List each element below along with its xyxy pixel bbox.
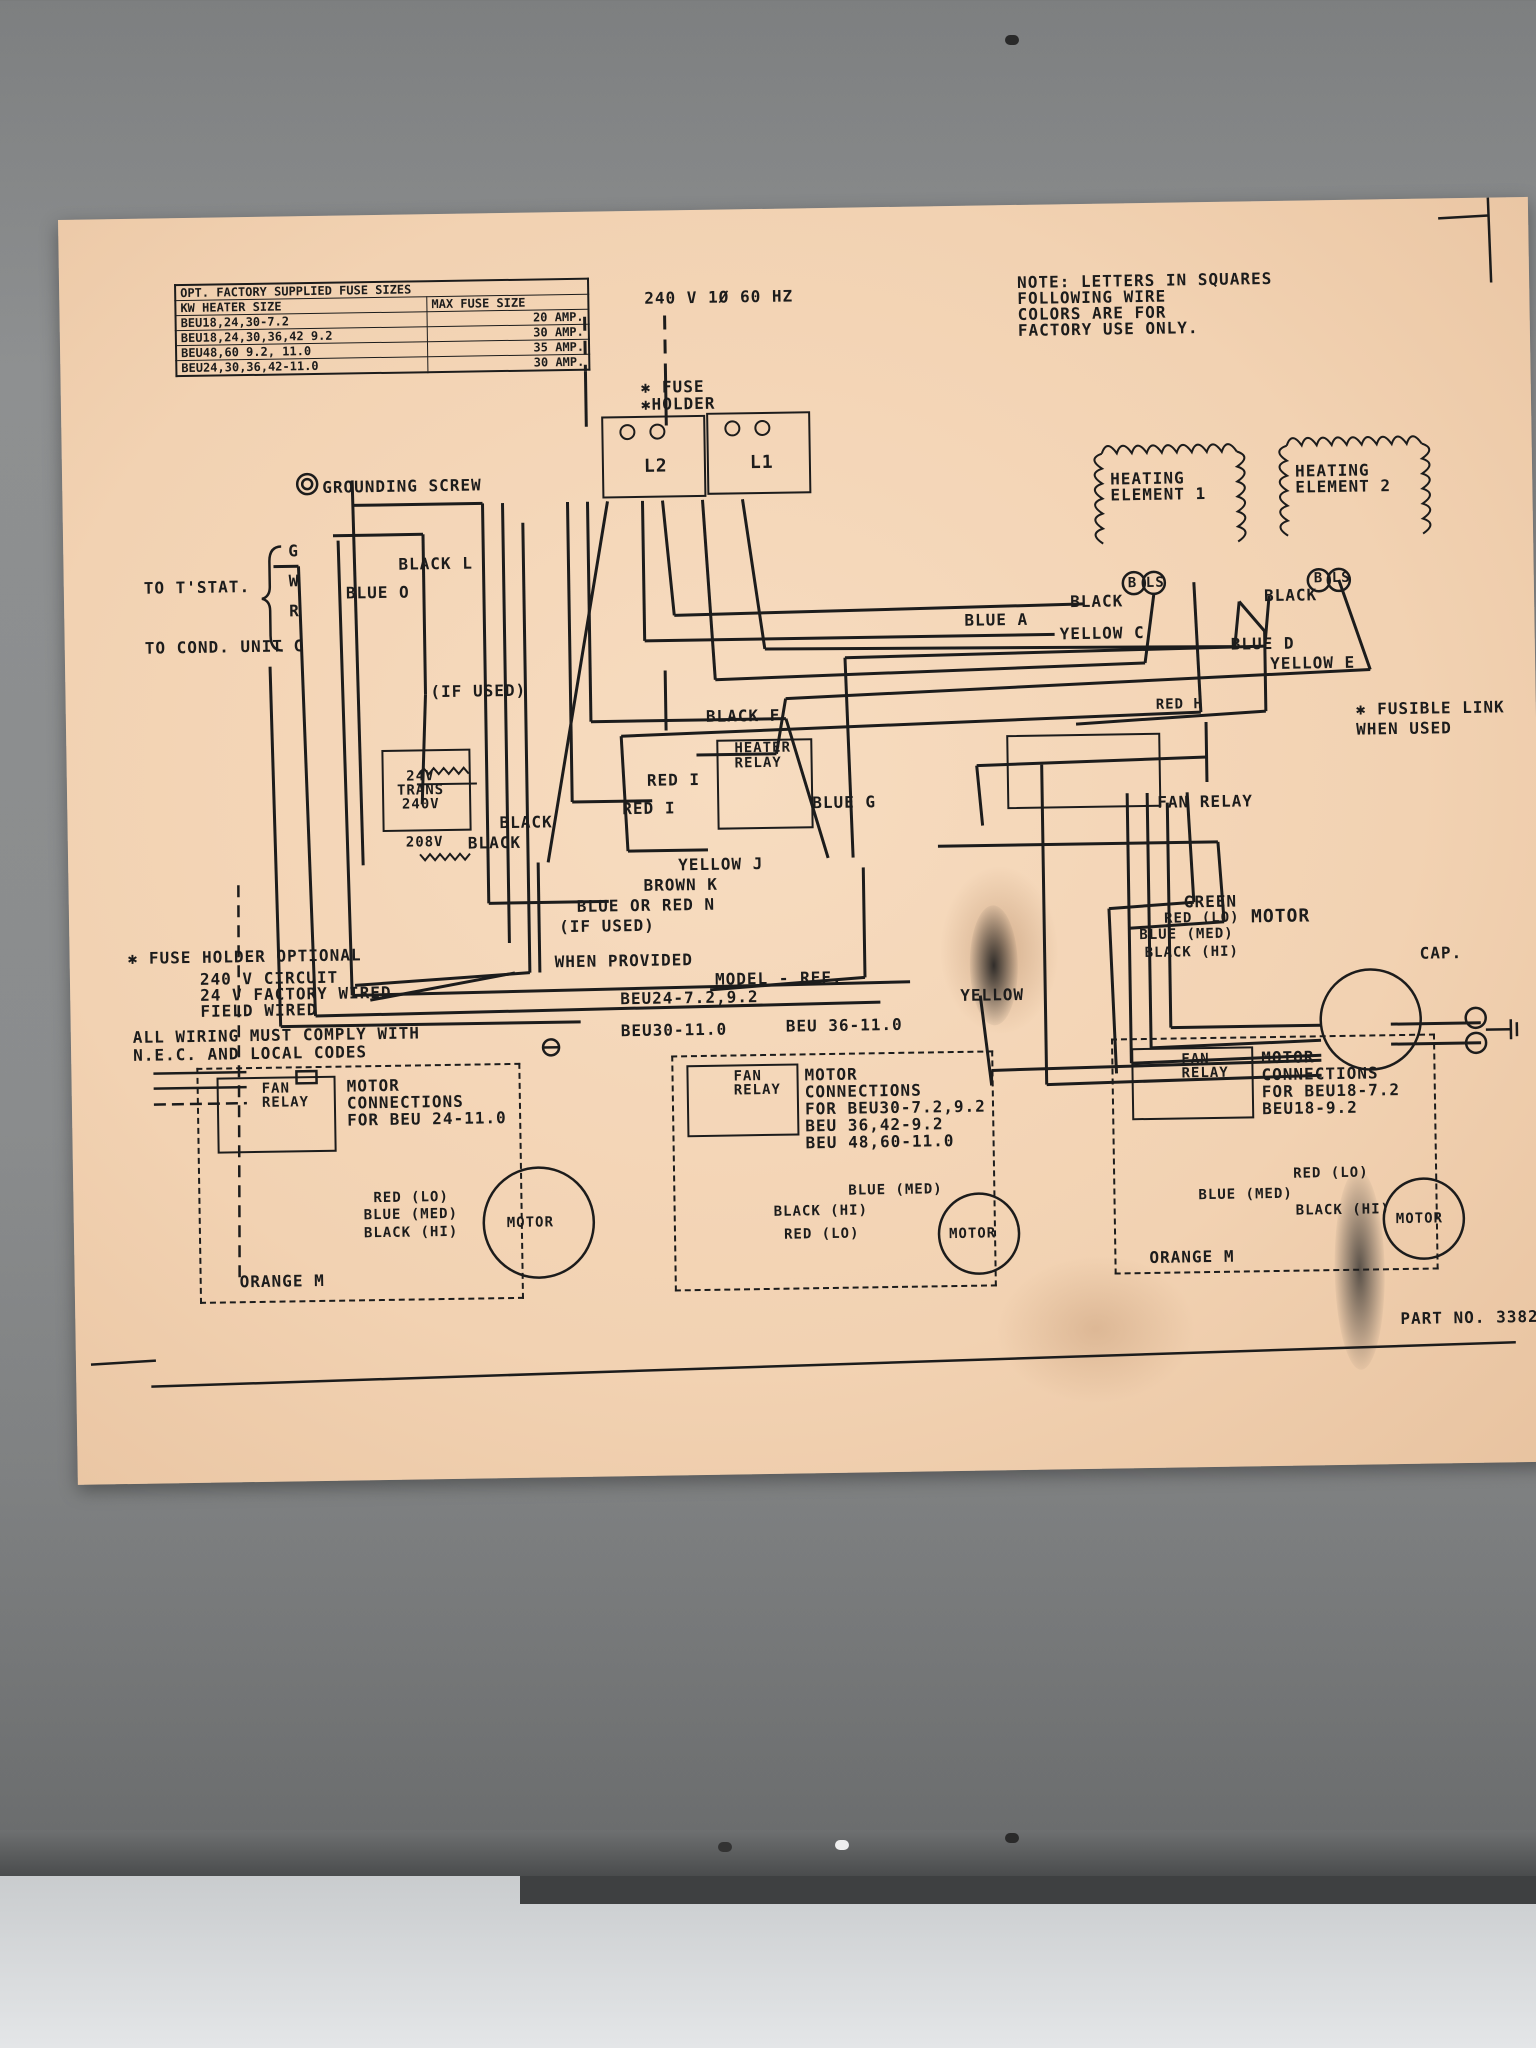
screw-hole: [718, 1842, 732, 1852]
limit-switch-label: B: [1127, 575, 1138, 592]
inset-wire-red: RED (LO): [783, 1225, 860, 1243]
inset-wire-black: BLACK (HI): [773, 1202, 869, 1220]
wire-label-black: BLACK: [1263, 585, 1318, 606]
inset-motor-label: MOTOR: [948, 1225, 997, 1243]
terminal-g: G: [288, 541, 300, 561]
heating-element-1: HEATING ELEMENT 1: [1110, 468, 1207, 505]
wire-label-black: BLACK: [499, 812, 553, 833]
wire-label-black: BLACK F: [705, 705, 781, 726]
inset-fan-relay-label: FAN RELAY: [261, 1080, 310, 1111]
wire-label-yellow: YELLOW E: [1269, 652, 1356, 674]
table-cell: 30 AMP.: [427, 354, 590, 373]
wire-label-black-hi: BLACK (HI): [1144, 943, 1240, 962]
cabinet-slot: [520, 1876, 1536, 1904]
wire-label-blue: BLUE A: [964, 609, 1029, 630]
if-used-label: (IF USED): [430, 680, 527, 702]
wire-label-black: BLACK L: [398, 553, 474, 574]
cond-unit-label: TO COND. UNIT C: [144, 636, 305, 658]
heating-element-2: HEATING ELEMENT 2: [1294, 460, 1392, 497]
wire-label-black: BLACK: [1069, 591, 1124, 612]
wire-label-red: RED H: [1155, 696, 1204, 713]
wire-label-red: RED I: [646, 769, 701, 790]
wire-label-red: RED I: [622, 798, 676, 819]
motor-label: MOTOR: [1250, 905, 1311, 928]
wire-label-yellow: YELLOW J: [678, 854, 764, 875]
inset-motor-label: MOTOR: [1395, 1210, 1444, 1228]
model-ref-title: MODEL - REF.: [714, 967, 843, 989]
inset-wire-blue: BLUE (MED): [848, 1181, 943, 1199]
limit-switch-label: LS: [1145, 574, 1165, 591]
wire-label-blue-or-red: BLUE OR RED N: [576, 894, 716, 916]
terminal-w: W: [288, 571, 300, 591]
limit-switch-label: B: [1313, 570, 1324, 587]
inset-wire-black: BLACK (HI): [363, 1223, 459, 1242]
l1-label: L1: [749, 451, 774, 474]
capacitor-label: CAP.: [1419, 943, 1463, 963]
inset-title: MOTOR CONNECTIONS FOR BEU 24-11.0: [346, 1075, 507, 1130]
inset-title: MOTOR CONNECTIONS FOR BEU18-7.2 BEU18-9.…: [1261, 1047, 1401, 1119]
terminal-r: R: [289, 601, 300, 621]
screw-hole: [835, 1840, 849, 1850]
limit-switch-label: LS: [1331, 569, 1351, 587]
fuse-size-table: OPT. FACTORY SUPPLIED FUSE SIZES KW HEAT…: [174, 277, 591, 378]
cabinet-panel-edge: [0, 1830, 1536, 1876]
part-number: PART NO. 3382: [1400, 1306, 1536, 1329]
tstat-label: TO T'STAT.: [143, 577, 251, 598]
table-cell: BEU24,30,36,42-11.0: [176, 356, 429, 377]
if-used-label: (IF USED): [559, 915, 656, 937]
inset-motor-label: MOTOR: [506, 1214, 555, 1232]
inset-wire-blue: BLUE (MED): [1198, 1185, 1293, 1204]
fan-relay: [1006, 732, 1162, 810]
wire-label-green: GREEN: [1183, 891, 1238, 912]
wire-label-red-lo: RED (LO): [1163, 909, 1240, 927]
inset-wire-black: BLACK (HI): [1295, 1201, 1391, 1219]
transformer-label: 24V TRANS 240V: [396, 768, 445, 813]
when-provided-label: WHEN PROVIDED: [554, 950, 694, 972]
inset-fan-relay-label: FAN RELAY: [733, 1068, 782, 1099]
inset-wire-orange: ORANGE M: [239, 1270, 325, 1292]
wire-label-blue: BLUE G: [812, 792, 877, 813]
inset-wire-red: RED (LO): [1293, 1164, 1369, 1182]
inset-wire-red: RED (LO): [373, 1188, 449, 1207]
inset-wire-orange: ORANGE M: [1149, 1246, 1235, 1267]
wiring-lines: [90, 197, 1519, 1388]
model-ref-2: BEU30-11.0: [620, 1019, 728, 1041]
wire-label-yellow: YELLOW: [960, 984, 1025, 1005]
factory-note: NOTE: LETTERS IN SQUARES FOLLOWING WIRE …: [1016, 268, 1273, 340]
wire-label-blue: BLUE O: [345, 582, 410, 603]
wire-label-black: BLACK: [467, 832, 522, 853]
legend-compliance: ALL WIRING MUST COMPLY WITH N.E.C. AND L…: [132, 1023, 421, 1065]
fan-relay-label: FAN RELAY: [1157, 791, 1254, 812]
legend-field-wired: FIELD WIRED: [200, 1000, 318, 1021]
grounding-screw-label: GROUNDING SCREW: [322, 475, 482, 497]
grounding-screw-icon: [292, 474, 312, 494]
cabinet-lower-area: [0, 1876, 1536, 2048]
wire-label-yellow: YELLOW C: [1059, 622, 1145, 644]
wire-label-blue-med: BLUE (MED): [1139, 925, 1234, 944]
screw-hole: [1005, 35, 1019, 45]
wire-label-blue: BLUE D: [1230, 633, 1295, 654]
heater-relay-label: HEATER RELAY: [734, 739, 792, 772]
inset-wire-blue: BLUE (MED): [363, 1205, 459, 1224]
wire-label-brown: BROWN K: [643, 874, 719, 895]
inset-title: MOTOR CONNECTIONS FOR BEU30-7.2,9.2 BEU …: [804, 1064, 986, 1153]
legend-fuse-optional: ✱ FUSE HOLDER OPTIONAL: [127, 945, 362, 968]
inset-fan-relay-label: FAN RELAY: [1181, 1051, 1229, 1082]
l2-label: L2: [643, 455, 668, 477]
screw-hole: [1005, 1833, 1019, 1843]
model-ref-3: BEU 36-11.0: [785, 1014, 903, 1036]
model-ref-1: BEU24-7.2,9.2: [620, 987, 759, 1009]
fuse-holder-label: ✱ FUSE ✱HOLDER: [640, 376, 716, 414]
fusible-link-note: ✱ FUSIBLE LINK WHEN USED: [1355, 697, 1505, 739]
wiring-diagram-sheet: OPT. FACTORY SUPPLIED FUSE SIZES KW HEAT…: [58, 196, 1536, 1485]
power-supply-label: 240 V 1Ø 60 HZ: [644, 286, 794, 308]
transformer-tap-label: 208V: [405, 834, 444, 851]
